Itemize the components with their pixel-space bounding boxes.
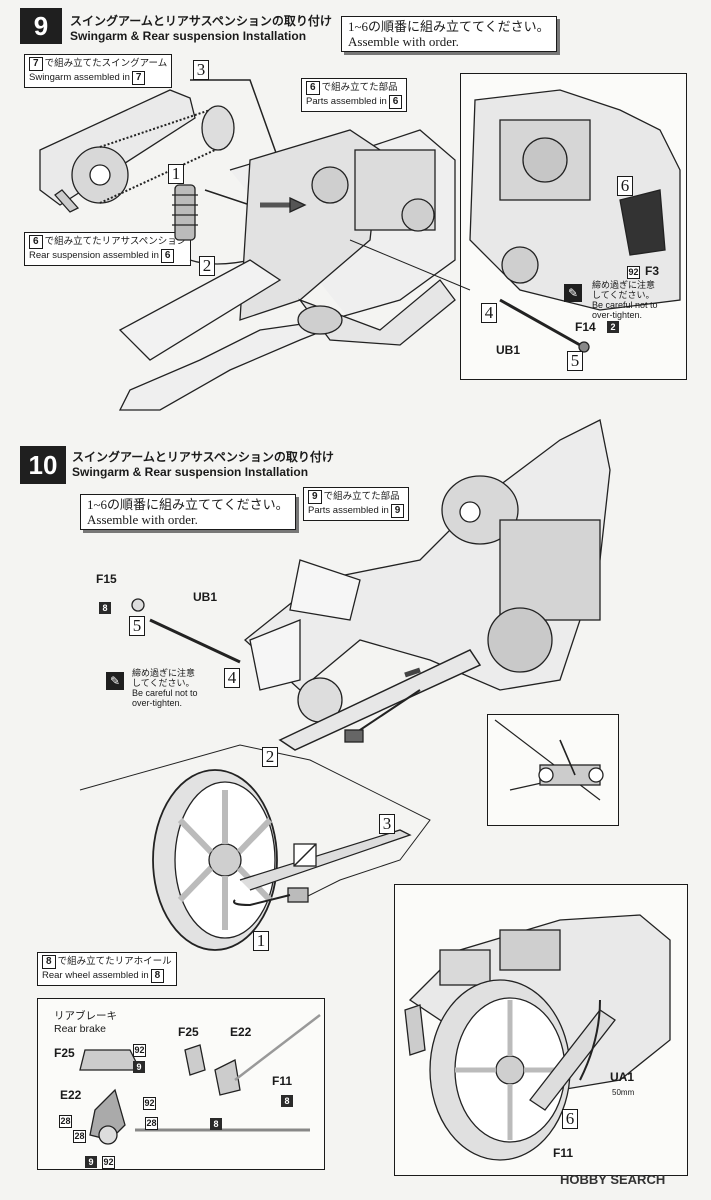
caution-jp: 締め過ぎに注意 (592, 280, 656, 290)
ref-en: Rear suspension assembled in (29, 250, 159, 261)
brake-part-e22: E22 (60, 1088, 82, 1102)
ref-tag: 6 (29, 235, 43, 249)
step9-order-1: 1 (168, 164, 184, 184)
ref-tag: 6 (160, 249, 175, 263)
step10-title-en: Swingarm & Rear suspension Installation (72, 465, 309, 479)
step9-order-3: 3 (193, 60, 209, 80)
step9-order-6: 6 (617, 176, 633, 196)
caution-wrench-icon: ✎ (106, 672, 124, 690)
step10-number: 10 (20, 446, 66, 484)
step9-order-2: 2 (199, 256, 215, 276)
ref-tag: 9 (308, 490, 322, 504)
watermark: HOBBY SEARCH (560, 1172, 665, 1187)
ref-jp: で組み立てたリアサスペンション (44, 236, 187, 247)
ref-en: Rear wheel assembled in (42, 970, 149, 981)
caution-wrench-icon: ✎ (564, 284, 582, 302)
brake-qty: 28 (59, 1115, 72, 1128)
brake-qty: 28 (73, 1130, 86, 1143)
ref-jp: で組み立てた部品 (323, 491, 400, 502)
ref-tag: 6 (388, 95, 403, 109)
step10-title-jp: スイングアームとリアサスペンションの取り付け (72, 450, 334, 464)
caution-en: over-tighten. (592, 310, 643, 320)
step10-order-4: 4 (224, 668, 240, 688)
ref-tag: 7 (131, 71, 146, 85)
step9-order-note: 1~6の順番に組み立ててください。 Assemble with order. (341, 16, 557, 52)
step9-order-4: 4 (481, 303, 497, 323)
step9-number: 9 (20, 8, 62, 44)
order-note-en: Assemble with order. (87, 512, 198, 527)
brake-part-e22b: E22 (230, 1025, 252, 1039)
brake-part-f25: F25 (54, 1046, 75, 1060)
ref-en: Parts assembled in (308, 505, 389, 516)
ref-jp: で組み立てたスイングアーム (44, 58, 168, 69)
step9-order-5: 5 (567, 351, 583, 371)
ref-jp: で組み立てたリアホイール (57, 956, 172, 967)
step10-order-2: 2 (262, 747, 278, 767)
caution-en: over-tighten. (132, 698, 183, 708)
brake-qty: 92 (102, 1156, 115, 1169)
part-ub1: UB1 (496, 343, 521, 357)
part-f14: F14 (575, 320, 596, 334)
step10-order-5: 5 (129, 616, 145, 636)
f3-qty: 92 (627, 266, 640, 279)
order-note-jp: 1~6の順番に組み立ててください。 (348, 19, 550, 34)
part-ub1-10: UB1 (193, 590, 218, 604)
part-f3: F3 (645, 264, 660, 278)
part-ua1: UA1 (610, 1070, 635, 1084)
ref-tag: 9 (390, 504, 405, 518)
brake-qty: 8 (210, 1118, 222, 1130)
brake-qty: 92 (143, 1097, 156, 1110)
brake-part-f11: F11 (272, 1074, 293, 1088)
step10-order-note: 1~6の順番に組み立ててください。 Assemble with order. (80, 494, 296, 530)
brake-qty: 28 (145, 1117, 158, 1130)
caution-en: Be careful not to (592, 300, 658, 310)
step10-order-3: 3 (379, 814, 395, 834)
f14-qty: 2 (607, 321, 619, 333)
step10-caution: 締め過ぎに注意 してください。 Be careful not to over-t… (132, 668, 198, 708)
ref-tag: 7 (29, 57, 43, 71)
caution-jp: してください。 (592, 290, 655, 300)
step9-title-jp: スイングアームとリアサスペンションの取り付け (70, 14, 332, 28)
ref-en: Parts assembled in (306, 96, 387, 107)
brake-part-f25b: F25 (178, 1025, 199, 1039)
part-f11-complete: F11 (553, 1146, 574, 1160)
order-note-jp: 1~6の順番に組み立ててください。 (87, 497, 289, 512)
brake-qty: 9 (85, 1156, 97, 1168)
caution-jp: してください。 (132, 678, 195, 688)
caution-jp: 締め過ぎに注意 (132, 668, 196, 678)
caution-en: Be careful not to (132, 688, 198, 698)
step10-order-1: 1 (253, 931, 269, 951)
f15-qty: 8 (99, 602, 111, 614)
ref-tag: 6 (306, 81, 320, 95)
ref-en: Swingarm assembled in (29, 72, 130, 83)
ref-jp: で組み立てた部品 (321, 82, 398, 93)
brake-qty: 92 (133, 1044, 146, 1057)
ua1-length: 50mm (612, 1088, 635, 1097)
brake-qty: 9 (133, 1061, 145, 1073)
step10-order-6: 6 (562, 1109, 578, 1129)
step9-caution: 締め過ぎに注意 してください。 Be careful not to over-t… (592, 280, 658, 320)
watermark-text: HOBBY SEARCH (560, 1172, 666, 1187)
brake-qty: 8 (281, 1095, 293, 1107)
part-f15: F15 (96, 572, 117, 586)
step9-title-en: Swingarm & Rear suspension Installation (70, 29, 307, 43)
ref-tag: 8 (42, 955, 56, 969)
order-note-en: Assemble with order. (348, 34, 459, 49)
ref-tag: 8 (150, 969, 165, 983)
rear-brake-label: リアブレーキ Rear brake (54, 1010, 117, 1036)
rear-brake-jp: リアブレーキ (54, 1010, 117, 1022)
rear-brake-en: Rear brake (54, 1023, 106, 1035)
